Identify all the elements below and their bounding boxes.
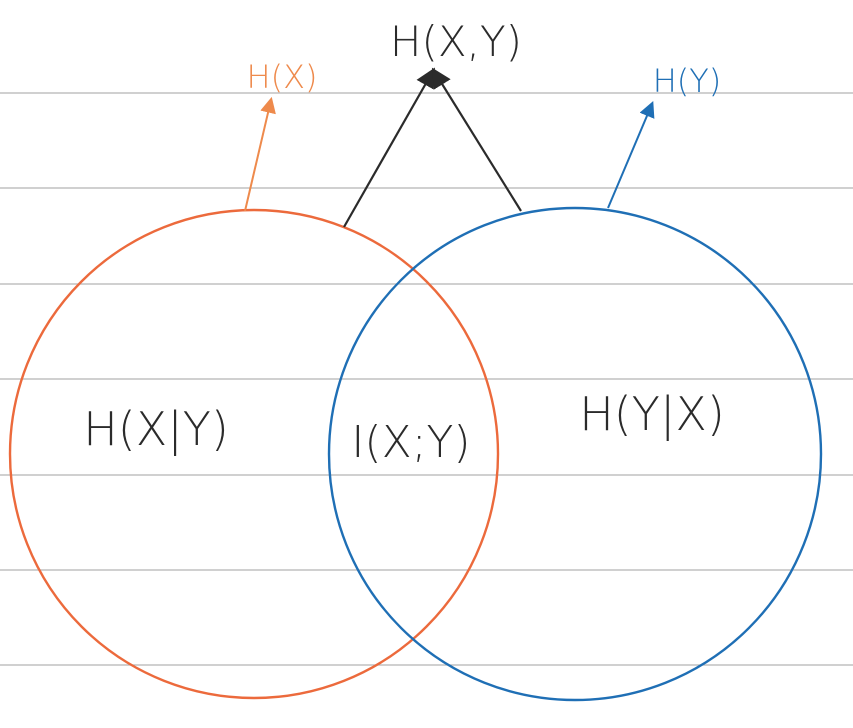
conditional-entropy-y-given-x-label: H(Y|X) <box>579 387 725 442</box>
joint-entropy-label: H(X,Y) <box>390 17 522 66</box>
conditional-entropy-x-given-y-label: H(X|Y) <box>83 402 229 457</box>
entropy-y-arrow <box>607 101 655 209</box>
entropy-x-arrow <box>244 96 276 212</box>
entropy-x-label: H(X) <box>247 58 318 96</box>
set-y-circle <box>327 206 823 702</box>
joint-entropy-right-arrow <box>431 67 522 212</box>
mutual-information-label: I(X;Y) <box>351 417 470 468</box>
entropy-y-label: H(Y) <box>653 62 722 100</box>
set-x-circle <box>8 208 500 700</box>
joint-entropy-left-arrow <box>343 67 435 228</box>
ruled-lines <box>0 92 853 666</box>
